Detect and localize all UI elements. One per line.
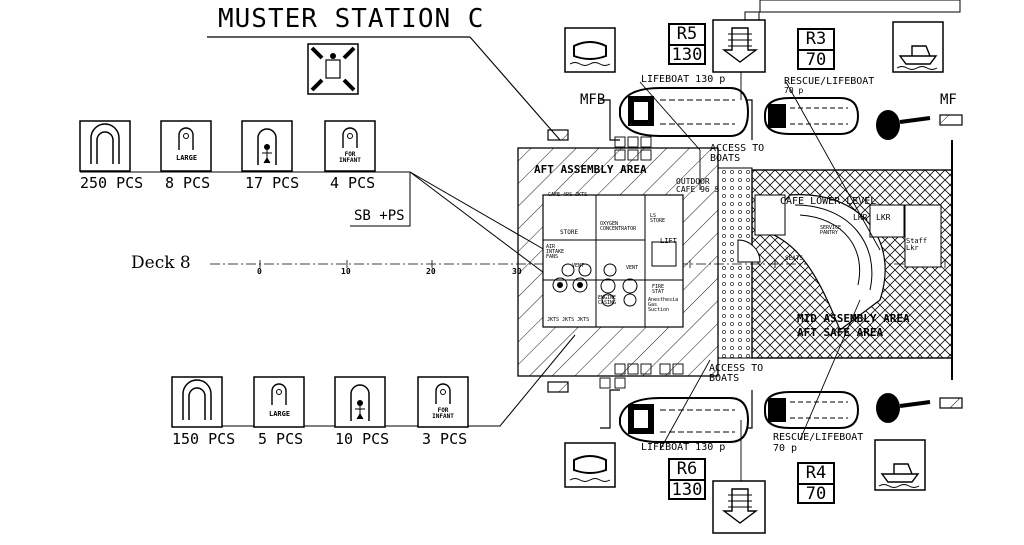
muster-station-title: MUSTER STATION C — [218, 4, 485, 34]
lower-count-child: 10 PCS — [335, 430, 390, 448]
jackets-bottom-label: JKTS JKTS JKTS — [547, 317, 590, 323]
store-label: STORE — [560, 229, 579, 236]
lower-count-infant: 3 PCS — [422, 430, 468, 448]
scale-tick-30: 30 — [512, 267, 522, 276]
lower-count-large: 5 PCS — [258, 430, 304, 448]
outdoor-cafe-label: OUTDOOR CAFE 96 S — [676, 177, 720, 194]
r5-capacity: 130 — [671, 45, 703, 65]
r6-capacity: 130 — [671, 480, 703, 500]
scale-tick-10: 10 — [341, 267, 351, 276]
staff-lkr-label: Staff Lkr — [906, 237, 928, 252]
lkr-label-2: LKR — [876, 213, 891, 222]
r5-code: R5 — [670, 25, 704, 46]
cafe-jackets-label: CAFE 4PS JKTS — [548, 192, 588, 198]
boat-code-r6: R6 130 — [668, 458, 706, 500]
r6-code: R6 — [670, 460, 704, 481]
seats-label: SEATS — [785, 255, 804, 262]
infant-jacket-label: FOR INFANT — [339, 151, 361, 164]
r4-capacity: 70 — [805, 484, 827, 504]
mfb-label: MFB — [580, 92, 606, 108]
rescue-boat-r3-drawing — [764, 97, 931, 140]
upper-count-standard: 250 PCS — [80, 174, 144, 192]
mf-label: MF — [940, 92, 957, 108]
rescue-r4-sub: 70 p — [773, 443, 798, 454]
r3-code: R3 — [799, 30, 833, 51]
boat-code-r4: R4 70 — [797, 462, 835, 504]
fire-stat-label: FIRE STAT — [652, 284, 665, 295]
vent-label-2: VENT — [626, 265, 639, 271]
lifeboat-r6-drawing — [619, 397, 750, 443]
anesthesia-label: Anesthesia Gas Suction — [648, 297, 679, 313]
access-boats-bottom-2: BOATS — [709, 373, 740, 384]
sb-ps-label: SB +PS — [354, 208, 405, 224]
service-pantry-label: SERVICE PANTRY — [820, 225, 842, 236]
aft-safe-area-label: AFT SAFE AREA — [797, 326, 884, 339]
r4-code: R4 — [799, 464, 833, 485]
upper-lifejacket-icons — [79, 120, 376, 172]
upper-count-child: 17 PCS — [245, 174, 300, 192]
vent-label-1: VENT — [572, 263, 585, 269]
infant-jacket-label-lower: FOR INFANT — [432, 407, 454, 420]
mid-assembly-area-label: MID ASSEMBLY AREA — [797, 312, 910, 325]
engine-casing-label: ENGINE CASING — [598, 295, 617, 306]
large-jacket-label: LARGE — [176, 154, 198, 162]
rescue-r4-label: RESCUE/LIFEBOAT — [773, 432, 864, 443]
rescue-boat-r4-drawing — [764, 391, 931, 429]
lifeboat-r5-drawing — [619, 87, 750, 137]
large-jacket-label-lower: LARGE — [269, 410, 291, 418]
ls-store-label: LS STORE — [650, 213, 666, 224]
lifeboat-pictograms — [564, 19, 944, 534]
r3-capacity: 70 — [805, 50, 827, 70]
aft-assembly-area-label: AFT ASSEMBLY AREA — [534, 163, 647, 176]
rescue-r3-sub: 70 p — [784, 86, 804, 95]
lower-count-standard: 150 PCS — [172, 430, 236, 448]
scale-tick-20: 20 — [426, 267, 436, 276]
lifeboat-r5-label: LIFEBOAT 130 p — [641, 74, 726, 85]
upper-count-infant: 4 PCS — [330, 174, 376, 192]
boat-code-r3: R3 70 — [797, 28, 835, 70]
lift-label: LIFT — [660, 237, 677, 245]
lifeboat-r6-label: LIFEBOAT 130 p — [641, 442, 726, 453]
aft-assembly-area-plan — [517, 147, 719, 377]
boat-code-r5: R5 130 — [668, 23, 706, 65]
mid-assembly-area-plan — [737, 140, 953, 380]
lkr-label-1: LKR — [853, 213, 868, 222]
cafe-lower-level-label: CAFE LOWER LEVEL — [780, 196, 877, 207]
access-boats-top-1: ACCESS TO — [710, 143, 765, 154]
deck-label: Deck 8 — [131, 253, 191, 273]
oxygen-label: OXYGEN CONCENTRATOR — [600, 221, 637, 232]
muster-station-icon — [307, 43, 359, 95]
access-boats-bottom-1: ACCESS TO — [709, 363, 764, 374]
rescue-r3-label: RESCUE/LIFEBOAT — [784, 76, 875, 87]
scale-tick-0: 0 — [257, 267, 262, 276]
access-boats-top-2: BOATS — [710, 153, 741, 164]
air-intake-label: AIR INTAKE FANS — [546, 244, 565, 260]
lower-lifejacket-icons — [171, 376, 469, 428]
upper-count-large: 8 PCS — [165, 174, 211, 192]
